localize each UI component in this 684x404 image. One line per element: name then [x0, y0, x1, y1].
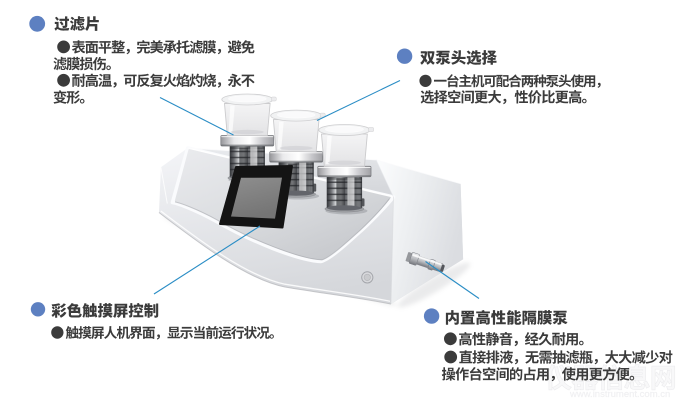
- svg-text:www.instrument.com.cn: www.instrument.com.cn: [569, 389, 670, 400]
